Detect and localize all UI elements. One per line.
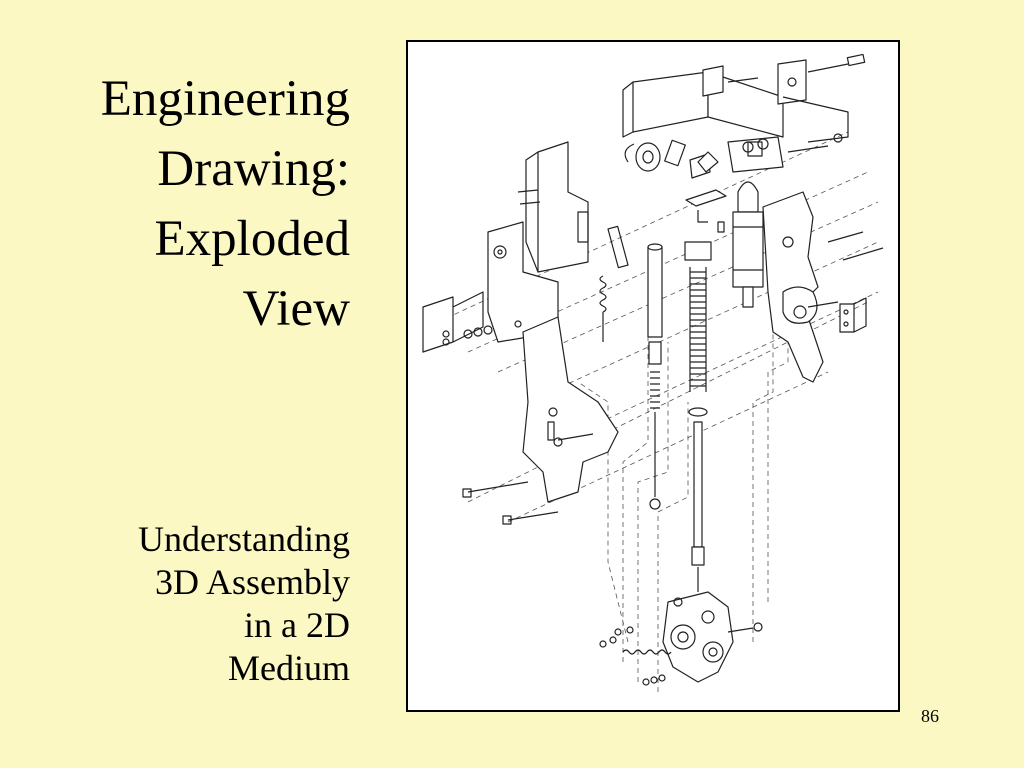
subtitle-line: Medium [228,648,350,688]
title-line: Exploded [154,211,350,267]
title-line: Engineering [100,71,350,127]
slide-subtitle: Understanding 3D Assembly in a 2D Medium [20,518,350,690]
title-line: Drawing: [157,141,350,197]
exploded-view-drawing [422,53,884,692]
slide-title: Engineering Drawing: Exploded View [20,64,350,344]
page-number: 86 [921,706,939,726]
subtitle-line: in a 2D [244,605,350,645]
subtitle-line: 3D Assembly [154,562,350,602]
subtitle-line: Understanding [138,519,350,559]
title-line: View [242,281,350,337]
exploded-view-figure [406,40,900,712]
